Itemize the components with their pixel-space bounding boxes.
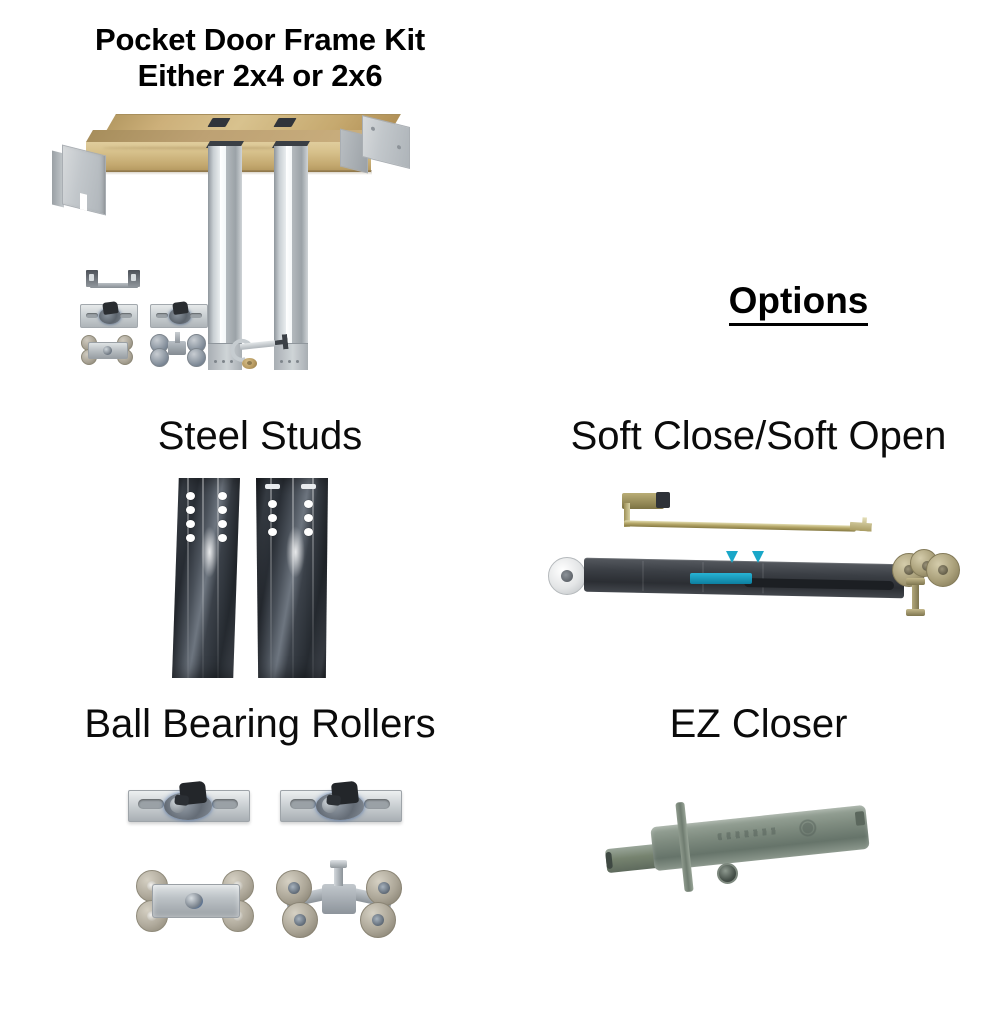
ez-closer-end-cap: [854, 811, 866, 826]
damper-teal-label: [690, 573, 752, 584]
kit-title: Pocket Door Frame Kit Either 2x4 or 2x6: [0, 22, 520, 94]
wrench-box-end: [274, 334, 288, 350]
ball-bearing-carriage-1: [136, 868, 254, 932]
damper-track-groove: [744, 578, 894, 591]
mounting-plate-2-slot-right: [364, 799, 390, 809]
steel-stud-left-hole-8: [218, 534, 227, 542]
steel-stud-right-slot-2: [301, 484, 316, 489]
steel-stud-left-hole-7: [218, 520, 227, 528]
steel-stud-right-hole-3: [268, 528, 277, 536]
caption-steel-studs: Steel Studs: [157, 414, 363, 458]
carriage-2-center-block: [322, 884, 356, 914]
stud-right-back-face: [292, 146, 308, 370]
steel-stud-right-hole-5: [304, 514, 313, 522]
steel-stud-right: [256, 478, 328, 678]
pocket-door-frame-kit-photo: [52, 112, 412, 384]
soft-close-trigger-arm: [612, 492, 873, 541]
stud-right-highlight: [286, 146, 292, 370]
steel-stud-left-hole-6: [218, 506, 227, 514]
ball-bearing-rollers-photo: [128, 778, 408, 958]
roller-plate-2-clip: [172, 301, 189, 315]
trigger-arm-block: [622, 493, 664, 509]
caption-ez-closer: EZ Closer: [669, 702, 848, 746]
carriage-1-body: [152, 884, 240, 918]
steel-stud-right-slot-1: [265, 484, 280, 489]
steel-stud-left-hole-4: [186, 534, 195, 542]
mounting-plate-2-slot-left: [290, 799, 316, 809]
steel-studs-photo: [160, 478, 360, 678]
damper-white-roller: [548, 557, 586, 595]
damper-bronze-wheel-2: [926, 553, 960, 587]
trigger-arm-rod: [623, 520, 857, 532]
steel-stud-right-hole-2: [268, 514, 277, 522]
kit-roller-2-wheel-4: [187, 348, 206, 367]
mounting-plate-1-slot-left: [138, 799, 164, 809]
carriage-2-wheel-1: [276, 870, 312, 906]
kit-roller-1-body: [88, 342, 128, 359]
options-heading-text: Options: [728, 280, 869, 326]
mounting-plate-2-clip: [330, 780, 360, 806]
steel-stud-right-highlight: [286, 526, 305, 578]
trigger-arm-riser: [624, 503, 630, 527]
kit-title-line-1: Pocket Door Frame Kit: [95, 22, 425, 57]
kit-roller-2-pin: [175, 332, 180, 343]
soft-close-soft-open-photo: [540, 485, 960, 640]
trigger-arm-block-tip: [656, 492, 670, 508]
stud-left-highlight: [220, 146, 226, 370]
stud-right-foot-plate: [274, 343, 308, 370]
kit-ball-bearing-roller-2: [148, 330, 206, 367]
kit-roller-plate-2: [150, 301, 208, 328]
damper-hanger-bolt: [906, 578, 925, 616]
steel-stud-right-hole-1: [268, 500, 277, 508]
caption-ball-bearing-rollers: Ball Bearing Rollers: [84, 702, 436, 746]
ball-bearing-carriage-2: [274, 860, 404, 938]
kit-roller-plate-1: [80, 301, 138, 328]
stud-left-back-face: [226, 146, 242, 370]
floor-bracket-tab-right: [128, 270, 140, 287]
stud-left-outer-face: [208, 146, 220, 370]
ez-closer-set-screw-knob: [717, 863, 738, 884]
steel-stud-left-hole-2: [186, 506, 195, 514]
split-jamb-stud-left: [205, 141, 245, 370]
kit-roller-2-wheel-3: [150, 348, 169, 367]
stud-left-foot-plate: [208, 343, 242, 370]
kit-roller-2-hub: [168, 341, 186, 355]
steel-stud-left-hole-3: [186, 520, 195, 528]
options-heading: Options: [600, 279, 997, 326]
carriage-2-wheel-3: [282, 902, 318, 938]
stud-right-outer-face: [274, 146, 286, 370]
left-end-bracket: [62, 144, 106, 216]
kit-ball-bearing-roller-1: [80, 334, 134, 365]
mounting-plate-1-clip: [178, 780, 208, 806]
ez-closer-logo-emboss: [712, 817, 825, 847]
steel-stud-right-hole-4: [304, 500, 313, 508]
carriage-2-bolt: [330, 860, 347, 886]
roller-plate-1-clip: [102, 301, 119, 315]
floor-bracket-bar: [90, 283, 138, 288]
mounting-plate-1-slot-right: [212, 799, 238, 809]
soft-close-damper-body: [540, 547, 960, 629]
kit-title-line-2: Either 2x4 or 2x6: [137, 58, 383, 93]
split-jamb-stud-right: [271, 141, 311, 370]
steel-stud-left-highlight: [200, 526, 219, 578]
kit-brass-washer: [242, 358, 257, 369]
kit-floor-bracket: [84, 270, 144, 294]
steel-stud-left: [172, 478, 240, 678]
carriage-2-wheel-2: [366, 870, 402, 906]
roller-mounting-plate-2: [280, 780, 402, 824]
caption-soft-close-soft-open: Soft Close/Soft Open: [570, 414, 947, 458]
steel-stud-right-hole-6: [304, 528, 313, 536]
ez-closer-photo: [600, 790, 890, 900]
carriage-2-wheel-4: [360, 902, 396, 938]
roller-mounting-plate-1: [128, 780, 250, 824]
steel-stud-left-hole-1: [186, 492, 195, 500]
trigger-arm-hook: [850, 516, 873, 532]
steel-stud-left-hole-5: [218, 492, 227, 500]
floor-bracket-tab-left: [86, 270, 98, 287]
